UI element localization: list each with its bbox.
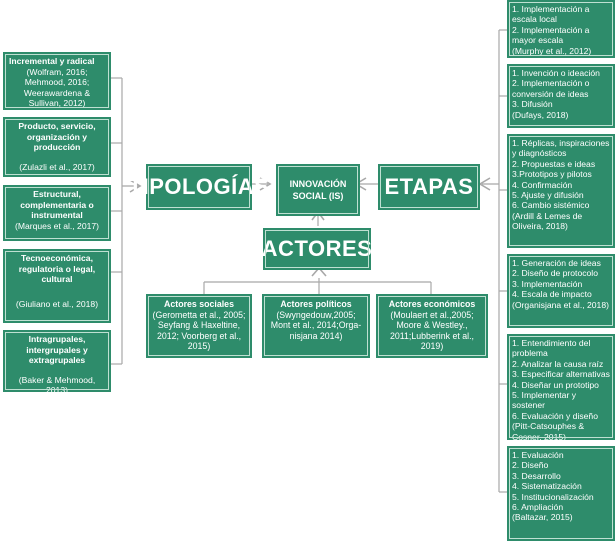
- tipologia-box-3: Estructural, complementaria o instrument…: [3, 185, 111, 241]
- etapa-line: 4. Escala de impacto: [512, 289, 592, 300]
- etapa-box-4: 1. Generación de ideas 2. Diseño de prot…: [507, 254, 615, 328]
- etapa-line: 6. Evaluación y diseño: [512, 410, 598, 421]
- etapa-line: 1. Invención o ideación: [512, 68, 600, 78]
- tipologia-ref: (Baker & Mehmood, 2013): [18, 374, 96, 396]
- tipologia-title: Producto, servicio, organización y produ…: [18, 121, 96, 153]
- tipologias-label: TIPOLOGÍAS: [128, 174, 270, 199]
- center-innovacion-social: INNOVACIÓN SOCIAL (IS): [276, 164, 360, 216]
- tipologia-box-1: Incremental y radical (Wolfram, 2016; Me…: [3, 52, 111, 110]
- tipologia-box-2: Producto, servicio, organización y produ…: [3, 117, 111, 177]
- etapa-line: 1. Evaluación: [512, 450, 564, 460]
- etapa-ref: (Pitt-Catsouphes & Cosner, 2015): [512, 421, 585, 442]
- etapa-box-2: 1. Invención o ideación 2. Implementació…: [507, 64, 615, 128]
- etapa-line: 3.Prototipos y pilotos: [512, 169, 592, 180]
- actores-heading: ACTORES: [261, 228, 373, 270]
- actor-ref: (Gerometta et al., 2005; Seyfang & Haxel…: [152, 309, 246, 352]
- tipologia-title: Incremental y radical: [9, 56, 95, 66]
- etapa-line: 1. Generación de ideas: [512, 258, 601, 268]
- tipologia-title: Tecnoeconómica, regulatoria o legal, cul…: [18, 253, 96, 285]
- etapa-box-5: 1. Entendimiento del problema 2. Analiza…: [507, 334, 615, 442]
- etapa-box-1: 1. Implementación a escala local 2. Impl…: [507, 0, 615, 58]
- tipologia-ref: (Marques et al., 2017): [14, 220, 100, 231]
- actor-box-sociales: Actores sociales (Gerometta et al., 2005…: [146, 294, 252, 358]
- actor-ref: (Swyngedouw,2005; Mont et al., 2014;Orga…: [270, 309, 362, 341]
- etapa-ref: (Baltazar, 2015): [512, 512, 573, 523]
- tipologias-heading: TIPOLOGÍAS: [129, 164, 269, 210]
- etapa-ref: (Organisjana et al., 2018): [512, 299, 609, 310]
- etapa-line: 4. Sistematización: [512, 481, 582, 492]
- etapa-line: 6. Cambio sistémico: [512, 200, 590, 211]
- tipologia-ref: (Zulazli et al., 2017): [19, 161, 95, 172]
- etapa-line: 4. Confirmación: [512, 179, 573, 190]
- actor-title: Actores políticos: [280, 299, 352, 309]
- tipologia-title: Intragrupales, intergrupales y extragrup…: [26, 334, 88, 366]
- etapa-line: 1. Implementación a escala local: [512, 4, 590, 25]
- etapa-line: 6. Ampliación: [512, 502, 564, 513]
- etapa-line: 3. Desarrollo: [512, 470, 561, 481]
- etapa-line: 1. Réplicas, inspiraciones y diagnóstico…: [512, 138, 610, 159]
- etapas-heading: ETAPAS: [378, 164, 480, 210]
- etapa-line: 4. Diseñar un prototipo: [512, 379, 599, 390]
- etapa-line: 3. Implementación: [512, 278, 583, 289]
- center-title: INNOVACIÓN SOCIAL (IS): [289, 179, 347, 201]
- etapa-ref: (Murphy et al., 2012): [512, 45, 592, 56]
- etapa-line: 2. Implementación o conversión de ideas: [512, 78, 590, 99]
- actor-title: Actores sociales: [164, 299, 234, 309]
- actor-box-economicos: Actores económicos (Moulaert et al.,2005…: [376, 294, 488, 358]
- etapa-box-3: 1. Réplicas, inspiraciones y diagnóstico…: [507, 134, 615, 248]
- etapa-line: 2. Implementación a mayor escala: [512, 24, 590, 46]
- tipologia-ref: (Wolfram, 2016; Mehmood, 2016; Weeraward…: [23, 66, 91, 109]
- etapa-line: 5. Implementar y sostener: [512, 390, 576, 411]
- etapa-line: 2. Analizar la causa raíz: [512, 358, 604, 369]
- etapa-ref: (Dufays, 2018): [512, 109, 569, 120]
- etapa-line: 2. Propuestas e ideas: [512, 158, 596, 169]
- etapa-line: 1. Entendimiento del problema: [512, 338, 591, 359]
- actor-box-politicos: Actores políticos (Swyngedouw,2005; Mont…: [262, 294, 370, 358]
- etapa-line: 5. Ajuste y difusión: [512, 190, 584, 201]
- etapa-line: 5. Institucionalización: [512, 491, 594, 502]
- etapa-line: 3. Difusión: [512, 99, 553, 110]
- tipologia-box-4: Tecnoeconómica, regulatoria o legal, cul…: [3, 249, 111, 323]
- etapa-ref: (Ardill & Lemes de Oliveira, 2018): [512, 210, 583, 232]
- tipologia-title: Estructural, complementaria o instrument…: [20, 189, 94, 221]
- etapa-line: 2. Diseño: [512, 460, 549, 471]
- etapa-line: 2. Diseño de protocolo: [512, 268, 598, 279]
- actores-label: ACTORES: [261, 236, 373, 261]
- tipologia-ref: (Giuliano et al., 2018): [15, 298, 99, 309]
- actor-ref: (Moulaert et al.,2005; Moore & Westley.,…: [390, 309, 474, 352]
- etapa-box-6: 1. Evaluación 2. Diseño 3. Desarrollo 4.…: [507, 446, 615, 541]
- etapas-label: ETAPAS: [384, 174, 474, 199]
- actor-title: Actores económicos: [388, 299, 476, 309]
- tipologia-box-5: Intragrupales, intergrupales y extragrup…: [3, 330, 111, 395]
- etapa-line: 3. Especificar alternativas: [512, 369, 610, 380]
